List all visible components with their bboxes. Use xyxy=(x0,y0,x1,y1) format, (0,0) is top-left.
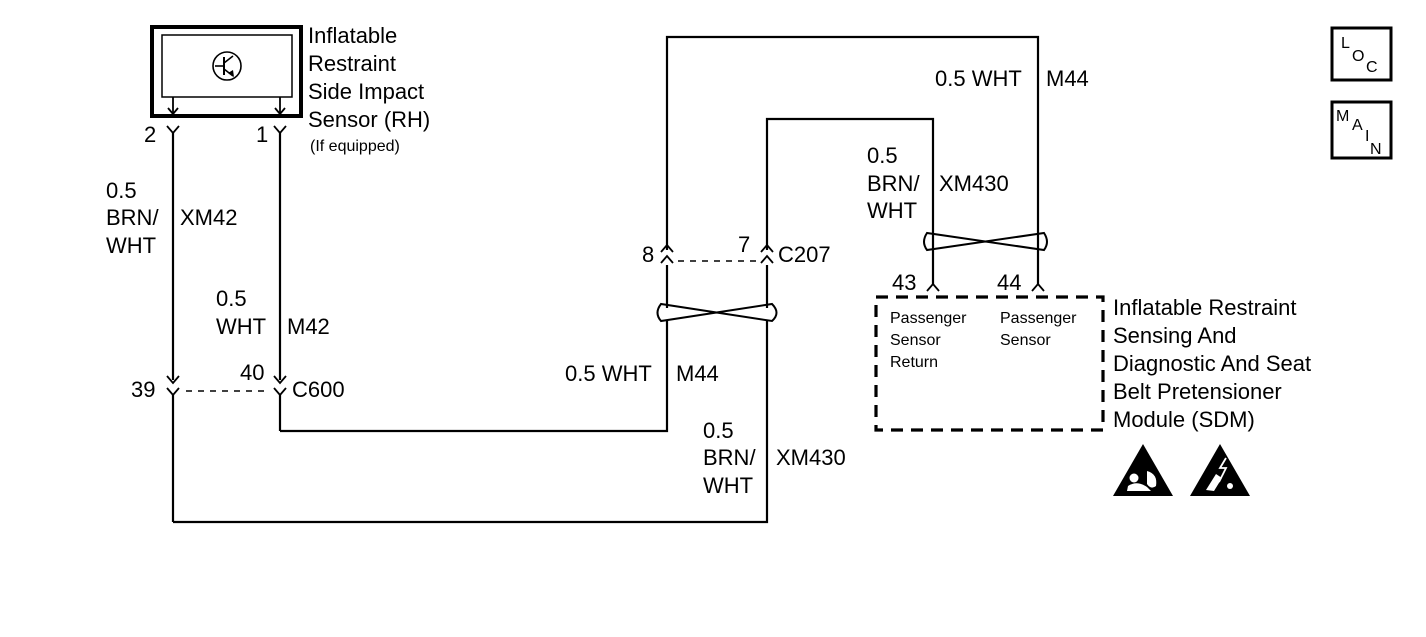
wire-xm42-color-2: WHT xyxy=(106,233,156,258)
wire-xm42-size: 0.5 xyxy=(106,178,137,203)
main-button[interactable]: M A I N xyxy=(1330,100,1393,160)
c600-name: C600 xyxy=(292,377,345,402)
c600-pin-39: 39 xyxy=(131,377,155,402)
loc-letter-1: L xyxy=(1341,35,1350,52)
wire-xm42-color-1: BRN/ xyxy=(106,205,159,230)
wire-xm430-lower-color-1: BRN/ xyxy=(703,445,756,470)
sdm-title-line-3: Diagnostic And Seat xyxy=(1113,351,1311,376)
sdm-title-line-5: Module (SDM) xyxy=(1113,407,1255,432)
airbag-warning-icon xyxy=(1113,444,1173,496)
main-letter-1: M xyxy=(1336,108,1349,125)
connector-c600 xyxy=(166,375,287,397)
wire-m44-upper-circuit: M44 xyxy=(1046,66,1089,91)
sdm-pin-43: 43 xyxy=(892,270,916,295)
twisted-pair-lower xyxy=(656,302,778,323)
twisted-pair-upper xyxy=(923,231,1048,252)
wire-xm430-upper-circuit: XM430 xyxy=(939,171,1009,196)
side-impact-sensor xyxy=(150,25,303,118)
wire-m44-lower-spec: 0.5 WHT xyxy=(565,361,652,386)
wire-xm42-circuit: XM42 xyxy=(180,205,237,230)
c207-pin-8: 8 xyxy=(642,242,654,267)
wire-xm430-upper-color-2: WHT xyxy=(867,198,917,223)
wire-xm430-upper-size: 0.5 xyxy=(867,143,898,168)
sensor-title-line-2: Restraint xyxy=(308,51,396,76)
wire-paths xyxy=(171,35,1040,524)
sensor-transistor-icon xyxy=(212,51,242,81)
sensor-title-line-3: Side Impact xyxy=(308,79,424,104)
wire-m42-circuit: M42 xyxy=(287,314,330,339)
sensor-title-line-1: Inflatable xyxy=(308,23,397,48)
wire-m42-size: 0.5 xyxy=(216,286,247,311)
sdm-title-line-2: Sensing And xyxy=(1113,323,1237,348)
loc-letter-3: C xyxy=(1366,59,1378,76)
sdm-terminal-left-line-3: Return xyxy=(890,354,938,371)
wire-xm430-upper-color-1: BRN/ xyxy=(867,171,920,196)
sdm-pin-44: 44 xyxy=(997,270,1021,295)
sensor-title-line-4: Sensor (RH) xyxy=(308,107,430,132)
sensor-pin-2: 2 xyxy=(144,122,156,147)
sdm-module xyxy=(874,282,1105,432)
main-letter-4: N xyxy=(1370,141,1382,158)
main-letter-2: A xyxy=(1352,117,1363,134)
esd-warning-icon xyxy=(1190,444,1250,496)
wire-m42-color: WHT xyxy=(216,314,266,339)
main-letter-3: I xyxy=(1365,128,1369,145)
c207-pin-7: 7 xyxy=(738,232,750,257)
wire-xm430-lower-circuit: XM430 xyxy=(776,445,846,470)
wire-xm430-lower-size: 0.5 xyxy=(703,418,734,443)
wire-m44-lower-circuit: M44 xyxy=(676,361,719,386)
loc-letter-2: O xyxy=(1352,48,1364,65)
loc-button[interactable]: L O C xyxy=(1330,26,1393,82)
sdm-title-line-1: Inflatable Restraint xyxy=(1113,295,1296,320)
wire-xm430-lower-color-2: WHT xyxy=(703,473,753,498)
connector-c207 xyxy=(660,243,774,264)
sdm-terminal-right-line-2: Sensor xyxy=(1000,332,1051,349)
wire-m44-upper-spec: 0.5 WHT xyxy=(935,66,1022,91)
sdm-terminal-left-line-1: Passenger xyxy=(890,310,967,327)
sdm-title-line-4: Belt Pretensioner xyxy=(1113,379,1282,404)
c207-name: C207 xyxy=(778,242,831,267)
sensor-pin-1: 1 xyxy=(256,122,268,147)
sdm-terminal-left-line-2: Sensor xyxy=(890,332,941,349)
sdm-terminal-right-line-1: Passenger xyxy=(1000,310,1077,327)
sensor-note: (If equipped) xyxy=(310,138,400,155)
c600-pin-40: 40 xyxy=(240,360,264,385)
